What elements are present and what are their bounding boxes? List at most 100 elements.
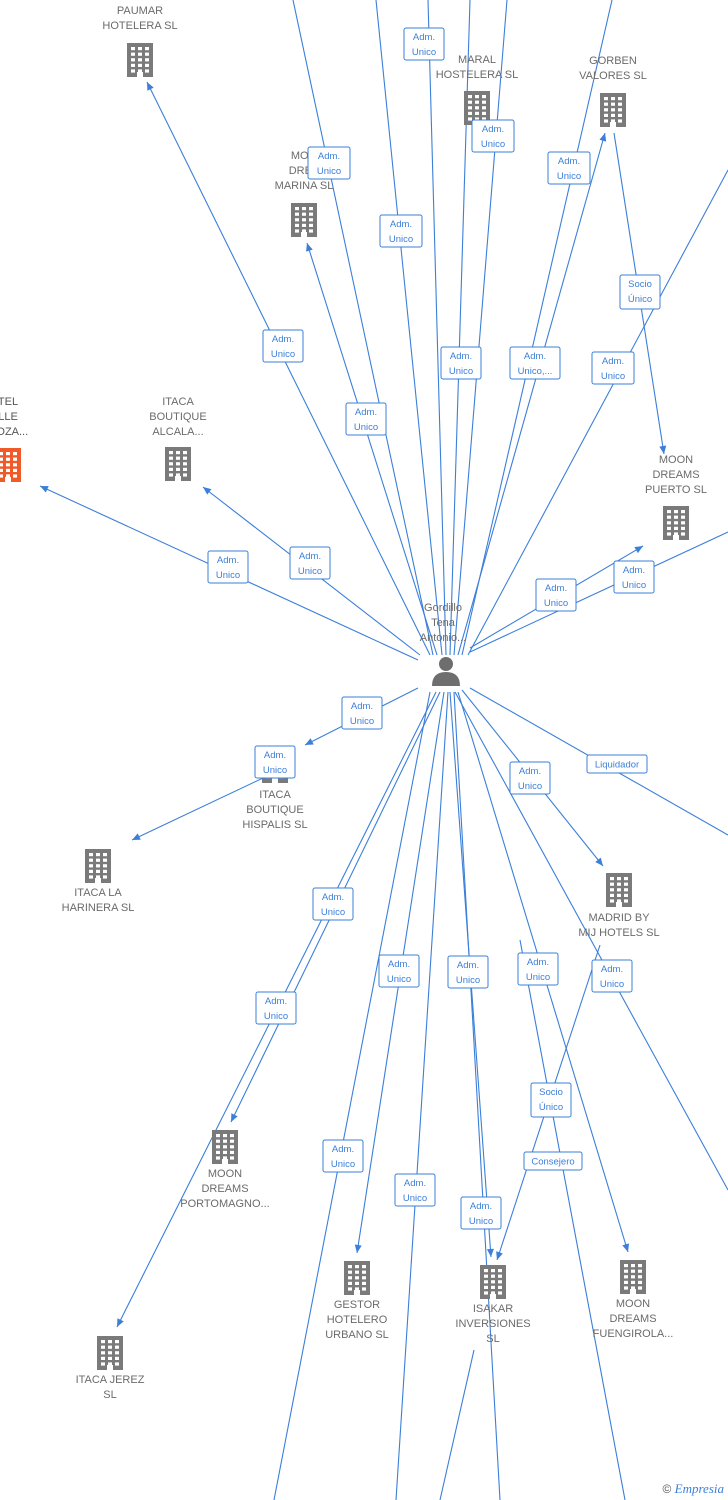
- edge-label-text-e2: Adm.Unico: [481, 124, 505, 150]
- edge-4: [375, 0, 443, 656]
- edge-10: [467, 169, 728, 656]
- edge-1-arrowhead: [147, 82, 154, 91]
- edge-label-e8[interactable]: Adm.Unico: [591, 351, 635, 385]
- company-icon-itaca-jerez[interactable]: [97, 1336, 123, 1370]
- edge-label-e22[interactable]: Adm.Unico: [447, 955, 489, 989]
- edge-label-text-e22: Adm.Unico: [456, 960, 480, 986]
- company-icon-isakar[interactable]: [480, 1265, 506, 1299]
- edge-label-text-e5: Adm.Unico: [389, 219, 413, 245]
- edge-22-arrowhead: [117, 1318, 124, 1327]
- edge-label-text-e24: Adm.Unico: [600, 964, 624, 990]
- edge-label-e28[interactable]: Consejero: [523, 1151, 583, 1171]
- footer-brand[interactable]: © Empresia: [662, 1481, 724, 1497]
- edge-labels-layer: Adm.UnicoAdm.UnicoAdm.UnicoAdm.UnicoAdm.…: [207, 27, 661, 1230]
- edge-11-arrowhead: [203, 487, 212, 495]
- edge-15-arrowhead: [659, 445, 667, 454]
- edge-label-text-e17: Adm.Unico: [263, 750, 287, 776]
- edge-23-arrowhead: [354, 1244, 362, 1253]
- edge-24: [395, 691, 449, 1500]
- edge-label-e17[interactable]: Adm.Unico: [254, 745, 296, 779]
- company-icon-moon-marina[interactable]: [291, 203, 317, 237]
- edge-label-e25[interactable]: Adm.Unico: [255, 991, 297, 1025]
- edge-29-arrowhead: [496, 1251, 503, 1260]
- edge-label-e15[interactable]: Adm.Unico: [613, 560, 655, 594]
- edge-label-e18[interactable]: Adm.Unico: [509, 761, 551, 795]
- company-icon-gestor[interactable]: [344, 1261, 370, 1295]
- edge-label-e13[interactable]: Adm.Unico: [207, 550, 249, 584]
- edge-label-text-e14: Adm.Unico: [544, 583, 568, 609]
- edge-label-e7[interactable]: Adm.Unico: [262, 329, 304, 363]
- edge-label-e23[interactable]: Adm.Unico: [517, 952, 559, 986]
- edge-label-e19[interactable]: Adm.Unico: [312, 887, 354, 921]
- edge-17-arrowhead: [132, 833, 141, 840]
- company-icon-moon-portomagno[interactable]: [212, 1130, 238, 1164]
- edge-label-text-e10: Adm.Unico,...: [518, 351, 553, 377]
- company-icon-madrid-mij[interactable]: [606, 873, 632, 907]
- edge-label-e1[interactable]: Adm.Unico: [403, 27, 445, 61]
- edge-label-text-e21: Adm.Unico: [387, 959, 411, 985]
- copyright-symbol: ©: [662, 1482, 672, 1496]
- edge-label-e24[interactable]: Adm.Unico: [591, 959, 633, 993]
- edge-8: [457, 132, 606, 656]
- edge-16-arrowhead: [305, 738, 314, 745]
- edge-label-e10[interactable]: Adm.Unico,...: [509, 346, 561, 380]
- company-icon-gorben[interactable]: [600, 93, 626, 127]
- person-icon[interactable]: [432, 657, 460, 686]
- edge-label-e21[interactable]: Adm.Unico: [378, 954, 420, 988]
- edge-label-e16[interactable]: Adm.Unico: [341, 696, 383, 730]
- edge-label-text-e1: Adm.Unico: [412, 32, 436, 58]
- edge-label-e14[interactable]: Adm.Unico: [535, 578, 577, 612]
- edge-26: [453, 691, 501, 1500]
- company-label-hotel-calle: TELLLEGOZA...: [0, 396, 28, 438]
- edge-label-e20[interactable]: Liquidador: [586, 754, 648, 774]
- company-icon-moon-puerto[interactable]: [663, 506, 689, 540]
- edge-label-e3[interactable]: Adm.Unico: [547, 151, 591, 185]
- edge-label-e30[interactable]: Adm.Unico: [460, 1196, 502, 1230]
- company-icon-paumar[interactable]: [127, 43, 153, 77]
- edge-label-e5[interactable]: Adm.Unico: [379, 214, 423, 248]
- edge-label-text-e29: Adm.Unico: [403, 1178, 427, 1204]
- edge-label-e4[interactable]: Adm.Unico: [307, 146, 351, 180]
- company-icon-hotel-calle[interactable]: [0, 448, 21, 482]
- edge-label-text-e3: Adm.Unico: [557, 156, 581, 182]
- company-icon-itaca-alcala[interactable]: [165, 447, 191, 481]
- edge-label-text-e4: Adm.Unico: [317, 151, 341, 177]
- company-icon-maral[interactable]: [464, 91, 490, 125]
- edge-label-e11[interactable]: Adm.Unico: [345, 402, 387, 436]
- edge-label-text-e9: Adm.Unico: [449, 351, 473, 377]
- edge-label-e2[interactable]: Adm.Unico: [471, 119, 515, 153]
- edge-label-text-e11: Adm.Unico: [354, 407, 378, 433]
- edge-label-text-e8: Adm.Unico: [601, 356, 625, 382]
- company-icon-itaca-harinera[interactable]: [85, 849, 111, 883]
- edge-25-arrowhead: [486, 1248, 494, 1257]
- edge-label-e9[interactable]: Adm.Unico: [440, 346, 482, 380]
- edge-label-e26[interactable]: Adm.Unico: [322, 1139, 364, 1173]
- edge-3: [292, 0, 434, 656]
- edge-8-arrowhead: [599, 133, 607, 142]
- edge-label-text-e25: Adm.Unico: [264, 996, 288, 1022]
- brand-name: Empresia: [674, 1481, 724, 1496]
- edge-label-e29[interactable]: Adm.Unico: [394, 1173, 436, 1207]
- edge-label-e12[interactable]: Adm.Unico: [289, 546, 331, 580]
- edge-label-text-e20: Liquidador: [595, 760, 639, 771]
- edge-27-arrowhead: [622, 1243, 630, 1252]
- edge-label-text-e19: Adm.Unico: [321, 892, 345, 918]
- edges-layer: [39, 0, 728, 1500]
- company-icon-moon-fuengirola[interactable]: [620, 1260, 646, 1294]
- edge-label-text-e30: Adm.Unico: [469, 1201, 493, 1227]
